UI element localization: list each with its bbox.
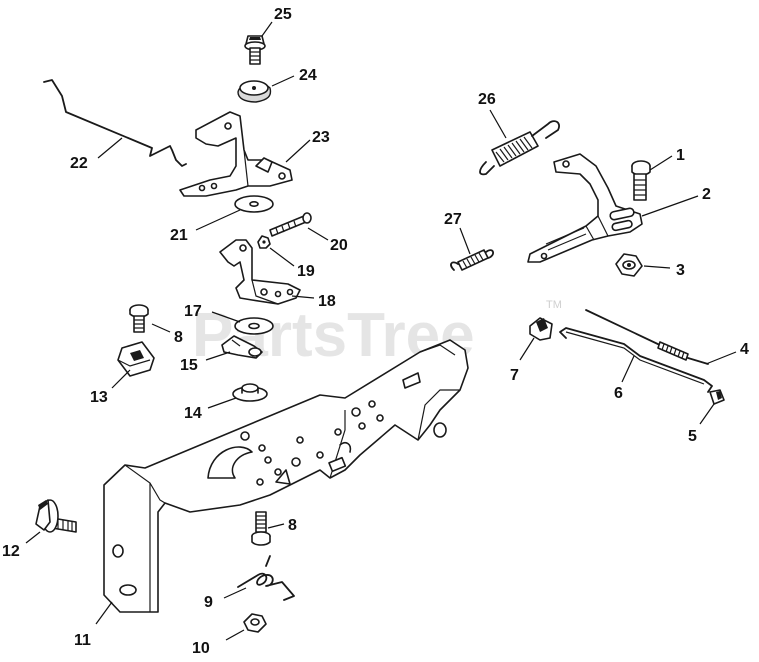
part-19-small-nut[interactable] [257, 235, 271, 249]
callout-1: 1 [676, 147, 685, 164]
part-10-nut[interactable] [243, 613, 267, 633]
part-17-washer[interactable] [234, 317, 274, 335]
callout-19: 19 [297, 263, 315, 280]
part-8-screw-upper[interactable] [129, 304, 149, 333]
callout-14: 14 [184, 405, 202, 422]
callout-6: 6 [614, 385, 623, 402]
callout-11: 11 [74, 632, 91, 649]
part-18-throttle-lever[interactable] [219, 239, 301, 305]
callout-7: 7 [510, 367, 519, 384]
part-5-fitting[interactable] [709, 389, 725, 405]
callout-20: 20 [330, 237, 348, 254]
part-23-bracket-lever[interactable] [179, 111, 293, 197]
callout-24: 24 [299, 67, 317, 84]
part-27-small-spring[interactable] [450, 249, 494, 271]
part-11-control-bracket[interactable] [103, 339, 469, 613]
part-7-cable-clamp[interactable] [529, 317, 553, 341]
watermark-tm: TM [546, 299, 562, 311]
part-21-washer[interactable] [234, 195, 274, 213]
leader-lines [25, 21, 737, 641]
part-22-wire-rod[interactable] [43, 79, 187, 167]
part-2-control-lever[interactable] [527, 153, 643, 263]
callout-21: 21 [170, 227, 188, 244]
part-1-bolt[interactable] [631, 160, 651, 201]
callout-13: 13 [90, 389, 108, 406]
callout-8-upper: 8 [174, 329, 183, 346]
callout-26: 26 [478, 91, 496, 108]
callout-17: 17 [184, 303, 202, 320]
part-8-bolt-lower[interactable] [251, 511, 271, 546]
callout-5: 5 [688, 428, 697, 445]
part-14-bushing[interactable] [232, 383, 268, 402]
callout-labels: 25 24 23 22 21 20 19 18 17 8 15 13 14 8 … [2, 6, 749, 657]
callout-8-lower: 8 [288, 517, 297, 534]
callout-15: 15 [180, 357, 198, 374]
callout-25: 25 [274, 6, 292, 23]
part-20-screw[interactable] [269, 212, 312, 237]
part-13-clip[interactable] [117, 341, 155, 377]
callout-3: 3 [676, 262, 685, 279]
callout-22: 22 [70, 155, 88, 172]
part-4-cable[interactable] [585, 309, 709, 365]
callout-4: 4 [740, 341, 749, 358]
part-24-pad[interactable] [237, 80, 272, 103]
callout-10: 10 [192, 640, 210, 657]
part-3-nut[interactable] [615, 253, 643, 277]
callout-12: 12 [2, 543, 20, 560]
callout-27: 27 [444, 211, 462, 228]
part-6-control-rod[interactable] [559, 327, 713, 393]
part-9-torsion-spring[interactable] [237, 555, 295, 601]
callout-18: 18 [318, 293, 336, 310]
part-26-extension-spring[interactable] [479, 120, 560, 176]
callout-23: 23 [312, 129, 330, 146]
part-15-lever-plate[interactable] [221, 335, 263, 359]
callout-9: 9 [204, 594, 213, 611]
part-12-flange-bolt[interactable] [35, 499, 77, 533]
callout-2: 2 [702, 186, 711, 203]
part-25-flange-screw[interactable] [244, 35, 266, 65]
